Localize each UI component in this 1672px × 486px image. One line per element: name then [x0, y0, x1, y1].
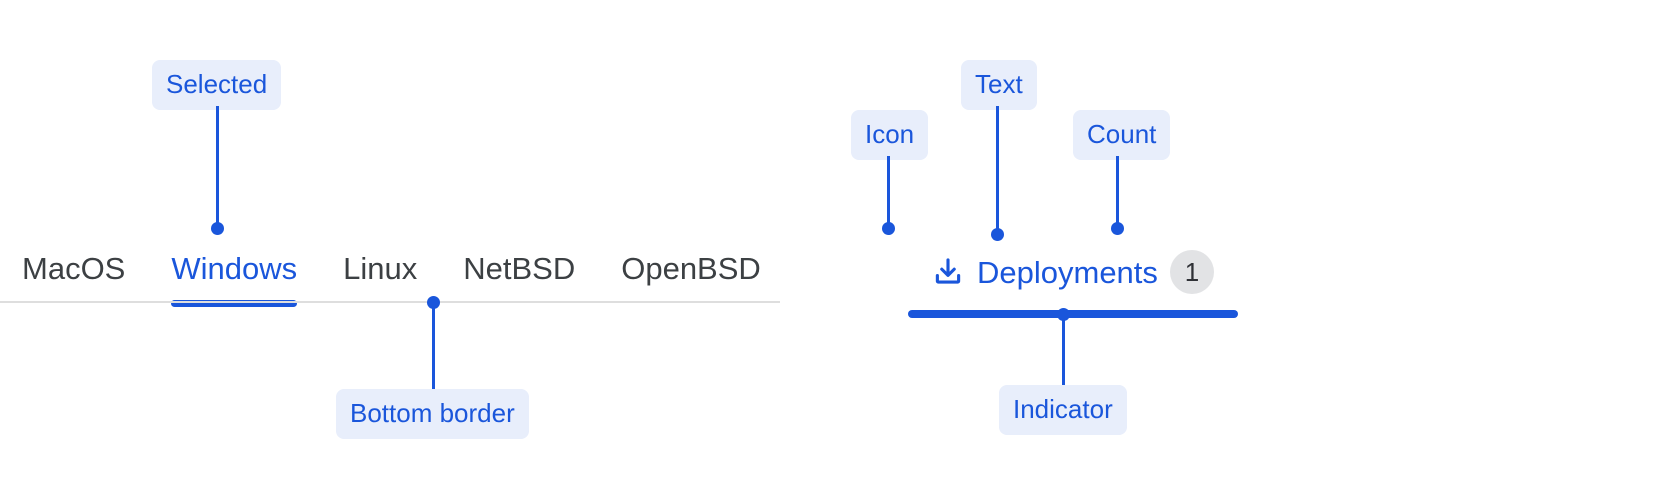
tab-windows-label: Windows — [171, 251, 298, 286]
tab-windows-indicator — [171, 300, 298, 307]
tab-deployments[interactable]: Deployments 1 — [931, 250, 1214, 294]
leader-dot-selected — [211, 222, 224, 235]
callout-selected: Selected — [152, 60, 282, 110]
tab-windows[interactable]: Windows — [171, 245, 298, 307]
tab-linux[interactable]: Linux — [343, 245, 417, 284]
leader-line-icon — [887, 156, 890, 228]
tab-macos-label: MacOS — [22, 251, 126, 286]
leader-line-count — [1116, 156, 1119, 228]
download-icon — [931, 255, 965, 289]
leader-dot-count — [1111, 222, 1124, 235]
leader-line-bottom-border — [432, 302, 435, 390]
tabs-row: MacOS Windows Linux NetBSD OpenBSD — [22, 245, 761, 307]
tab-linux-label: Linux — [343, 251, 418, 286]
tabstrip-left: MacOS Windows Linux NetBSD OpenBSD — [0, 245, 780, 307]
tab-macos[interactable]: MacOS — [22, 245, 125, 284]
tab-netbsd[interactable]: NetBSD — [463, 245, 575, 284]
tab-openbsd-label: OpenBSD — [621, 251, 761, 286]
leader-line-text — [996, 106, 999, 230]
callout-indicator: Indicator — [999, 385, 1127, 435]
tab-deployments-indicator — [908, 310, 1238, 318]
tab-openbsd[interactable]: OpenBSD — [621, 245, 761, 284]
leader-line-selected — [216, 106, 219, 228]
leader-dot-icon — [882, 222, 895, 235]
tabstrip-bottom-border — [0, 301, 780, 303]
tab-deployments-count-badge: 1 — [1169, 250, 1214, 294]
callout-bottom-border: Bottom border — [336, 389, 529, 439]
tab-netbsd-label: NetBSD — [463, 251, 576, 286]
callout-count: Count — [1073, 110, 1171, 160]
leader-line-indicator — [1062, 314, 1065, 386]
tab-deployments-label: Deployments — [977, 254, 1158, 290]
callout-text: Text — [961, 60, 1037, 110]
callout-icon: Icon — [851, 110, 929, 160]
leader-dot-text — [991, 228, 1004, 241]
